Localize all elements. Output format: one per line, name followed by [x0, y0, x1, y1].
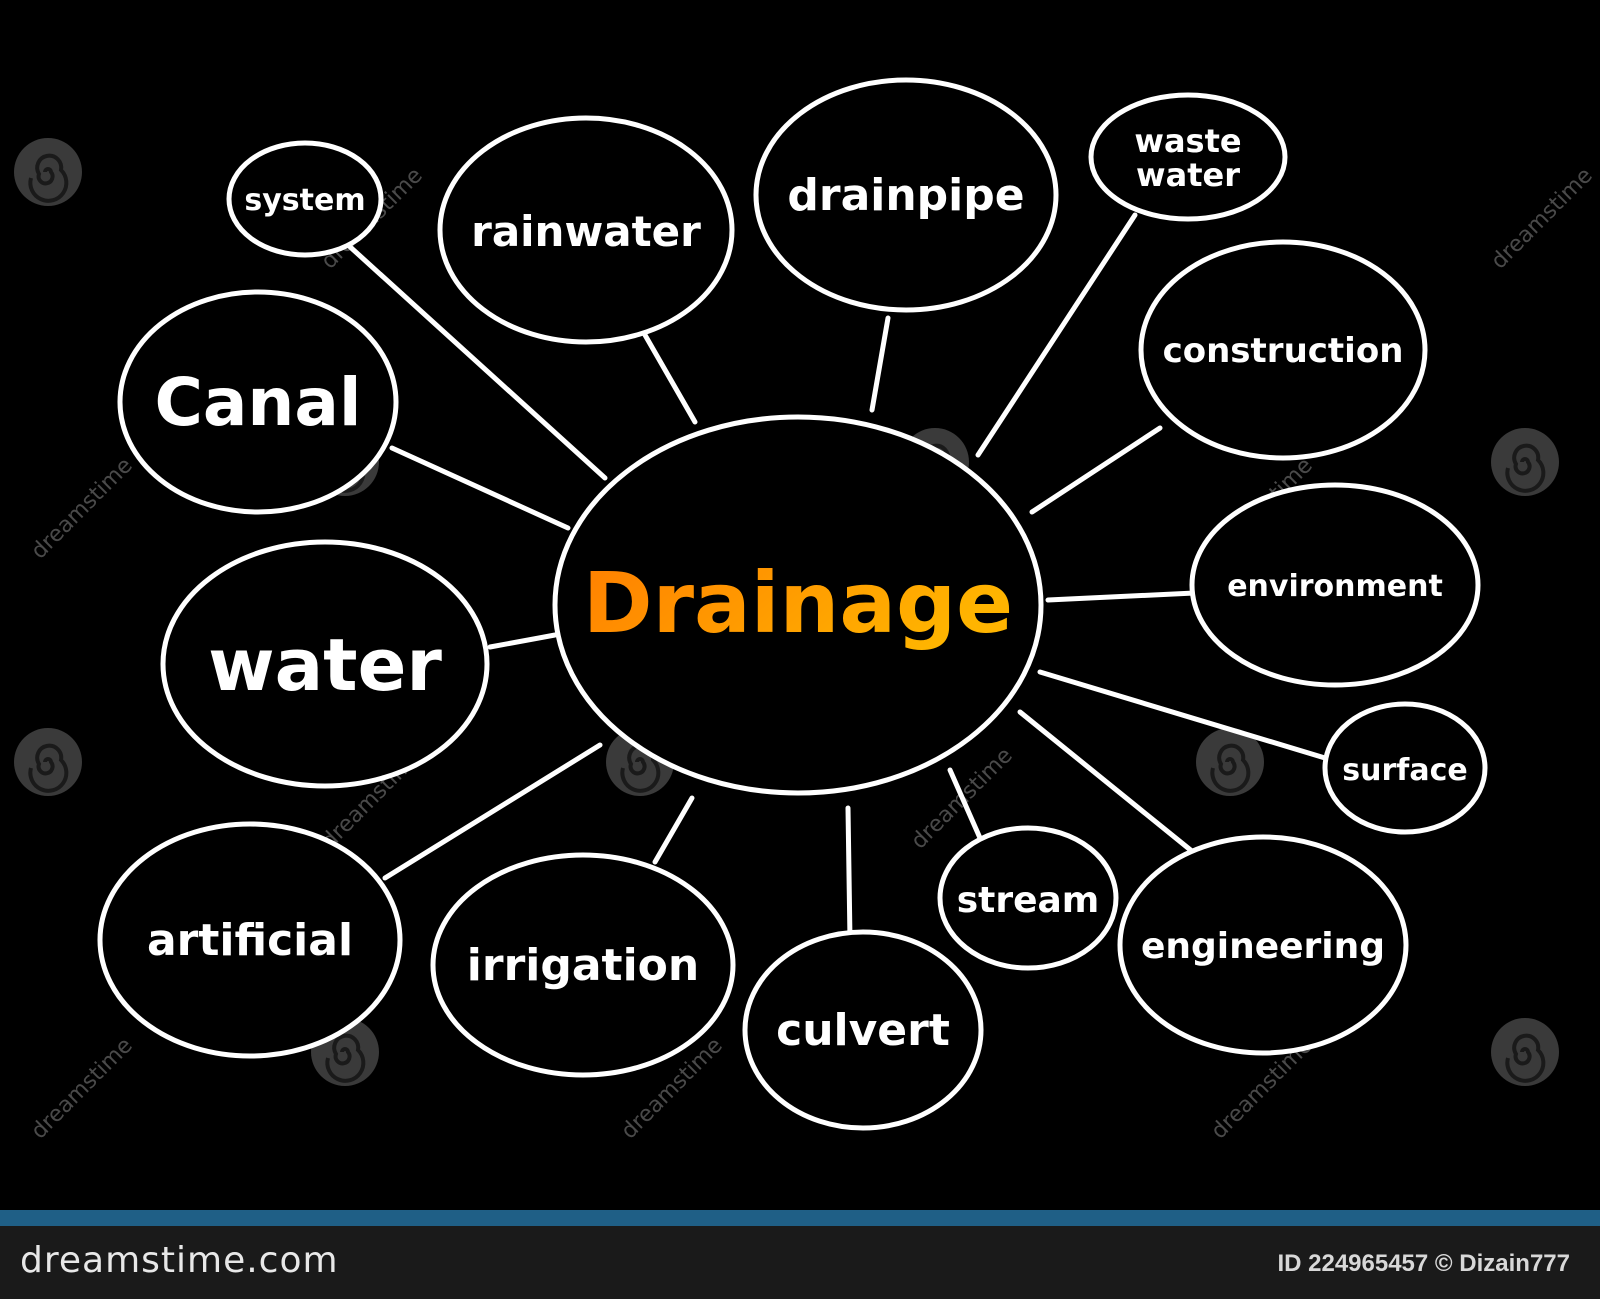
topic-node-culvert: culvert: [742, 929, 984, 1131]
node-ellipse: [160, 539, 490, 789]
node-ellipse: [1138, 239, 1428, 461]
topic-node-surface: surface: [1322, 701, 1488, 835]
footer-brand: dreamstime.com: [20, 1240, 339, 1281]
connector-system: [345, 242, 608, 481]
connector-rainwater: [642, 332, 698, 425]
center-ellipse: [552, 414, 1044, 796]
node-label-water: water: [208, 623, 442, 707]
connector-artificial: [382, 742, 603, 881]
node-label-rainwater: rainwater: [471, 207, 701, 256]
center-node: Drainage: [552, 414, 1044, 796]
node-label-stream: stream: [957, 880, 1100, 921]
spiral-icon: [1491, 1018, 1559, 1086]
watermark-text: dreamstime: [27, 1033, 138, 1144]
topic-node-artificial: artificial: [97, 821, 403, 1059]
node-label-engineering: engineering: [1141, 926, 1385, 967]
connector-surface-a: [1037, 669, 1328, 761]
footer-stripe: [0, 1210, 1600, 1226]
spiral-icon: [14, 728, 82, 796]
node-label-drainpipe: drainpipe: [787, 170, 1024, 221]
node-label-water-line: water: [1136, 156, 1240, 194]
connector-environment: [1045, 589, 1218, 603]
topic-node-water: water: [160, 539, 490, 789]
node-ellipse: [97, 821, 403, 1059]
connector-waste-water: [975, 212, 1138, 458]
connector-culvert: [845, 805, 853, 943]
topic-node-canal: Canal: [117, 289, 399, 515]
node-ellipse: [226, 140, 384, 258]
spiral-icon: [1196, 728, 1264, 796]
node-label-construction: construction: [1163, 331, 1404, 371]
node-label-irrigation: irrigation: [467, 940, 699, 991]
topic-node-engineering: engineering: [1117, 834, 1409, 1056]
topic-node-environment: environment: [1189, 482, 1481, 688]
stock-footer: dreamstime.com ID 224965457 © Dizain777: [0, 1210, 1600, 1299]
topic-node-irrigation: irrigation: [430, 852, 736, 1078]
connector-lines: [345, 212, 1328, 943]
node-ellipse: [742, 929, 984, 1131]
connector-canal: [389, 445, 571, 531]
topic-node-drainpipe: drainpipe: [753, 77, 1059, 313]
center-label: Drainage: [583, 554, 1013, 652]
node-ellipse: [753, 77, 1059, 313]
topic-node-rainwater: rainwater: [437, 115, 735, 345]
node-label-surface: surface: [1342, 753, 1467, 788]
node-label-waste: waste: [1134, 122, 1241, 160]
watermark-text: dreamstime: [1487, 163, 1598, 274]
topic-node-stream: stream: [937, 825, 1119, 971]
node-ellipse: [1322, 701, 1488, 835]
spiral-icon: [1491, 428, 1559, 496]
node-label-canal: Canal: [154, 364, 361, 441]
node-ellipse: [437, 115, 735, 345]
connector-stream: [947, 767, 983, 841]
spiral-icon: [14, 138, 82, 206]
connector-surface-b: [1017, 709, 1196, 855]
node-ellipse: [1189, 482, 1481, 688]
node-label-artificial: artificial: [147, 915, 353, 966]
node-label-system: system: [244, 183, 365, 218]
connector-drainpipe: [869, 315, 891, 413]
node-ellipse: [1117, 834, 1409, 1056]
topic-node-waste-water: waste water: [1088, 92, 1288, 222]
node-ellipse: [1088, 92, 1288, 222]
node-label-culvert: culvert: [776, 1005, 950, 1056]
connector-construction: [1029, 425, 1163, 515]
topic-node-construction: construction: [1138, 239, 1428, 461]
node-label-environment: environment: [1227, 569, 1443, 604]
node-ellipse: [117, 289, 399, 515]
node-ellipse: [937, 825, 1119, 971]
footer-id: ID 224965457 © Dizain777: [1277, 1250, 1570, 1277]
connector-water: [487, 632, 558, 650]
node-ellipse: [430, 852, 736, 1078]
watermark-text: dreamstime: [27, 453, 138, 564]
topic-node-system: system: [226, 140, 384, 258]
connector-irrigation: [652, 795, 695, 865]
